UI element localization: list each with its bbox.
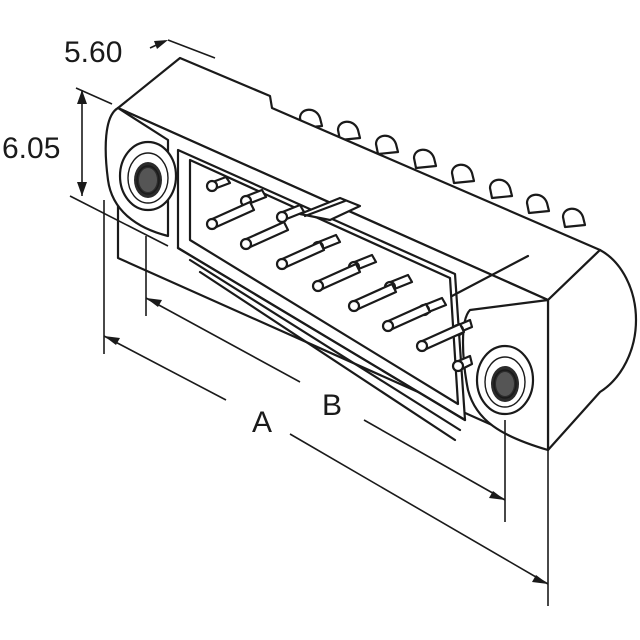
dimension-b: [145, 297, 506, 501]
dimension-height: [75, 87, 113, 196]
b-dimension-label: B: [322, 389, 342, 422]
height-dimension-label: 6.05: [2, 132, 60, 165]
dimension-depth: [149, 39, 216, 59]
extension-lines: [69, 195, 549, 606]
dimension-a: [103, 335, 549, 585]
header-pins: [205, 175, 474, 373]
top-seam-line: [450, 254, 530, 298]
polarization-key: [298, 196, 362, 222]
a-dimension-label: A: [252, 406, 272, 439]
depth-dimension-label: 5.60: [64, 36, 122, 69]
right-mounting-ear: [461, 298, 550, 452]
housing-end-face: [546, 248, 638, 452]
rear-pin-tails: [298, 108, 587, 229]
left-mounting-ear: [104, 106, 178, 238]
